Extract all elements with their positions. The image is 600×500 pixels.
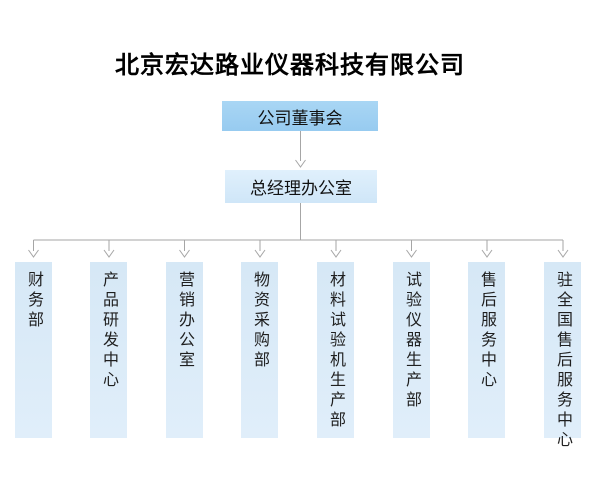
dept-label: 产品研发中心 [100, 271, 117, 391]
dept-label: 财务部 [25, 271, 42, 331]
arrowhead-dept [330, 249, 342, 258]
page-title: 北京宏达路业仪器科技有限公司 [115, 53, 465, 79]
dept-label: 售后服务中心 [478, 271, 495, 391]
dept-node-finance: 财务部 [15, 262, 52, 438]
dept-node-procurement: 物资采购部 [241, 262, 278, 438]
dept-label: 营销办公室 [176, 271, 193, 371]
dept-node-product-rd-center: 产品研发中心 [90, 262, 127, 438]
arrowhead-dept [481, 249, 493, 258]
arrowhead-dept [406, 249, 417, 258]
dept-node-material-testing-machine-production: 材料试验机生产部 [317, 262, 354, 438]
dept-label: 驻全国售后服务中心 [554, 271, 571, 451]
dept-label: 材料试验机生产部 [327, 271, 344, 431]
dept-node-after-sales-service-center: 售后服务中心 [468, 262, 505, 438]
dept-label: 试验仪器生产部 [403, 271, 420, 411]
arrowhead-dept [254, 249, 266, 258]
arrowhead-gm [295, 159, 306, 168]
arrowhead-dept [179, 249, 190, 258]
dept-node-marketing-office: 营销办公室 [166, 262, 203, 438]
arrowhead-dept [28, 249, 39, 258]
dept-node-testing-instrument-production: 试验仪器生产部 [393, 262, 430, 438]
dept-node-national-after-sales-service-center: 驻全国售后服务中心 [544, 262, 581, 451]
dept-label: 物资采购部 [251, 271, 268, 371]
node-board-of-directors: 公司董事会 [222, 101, 378, 131]
arrowhead-dept [103, 249, 115, 258]
node-gm-office: 总经理办公室 [225, 170, 377, 203]
arrowhead-dept [557, 249, 569, 258]
